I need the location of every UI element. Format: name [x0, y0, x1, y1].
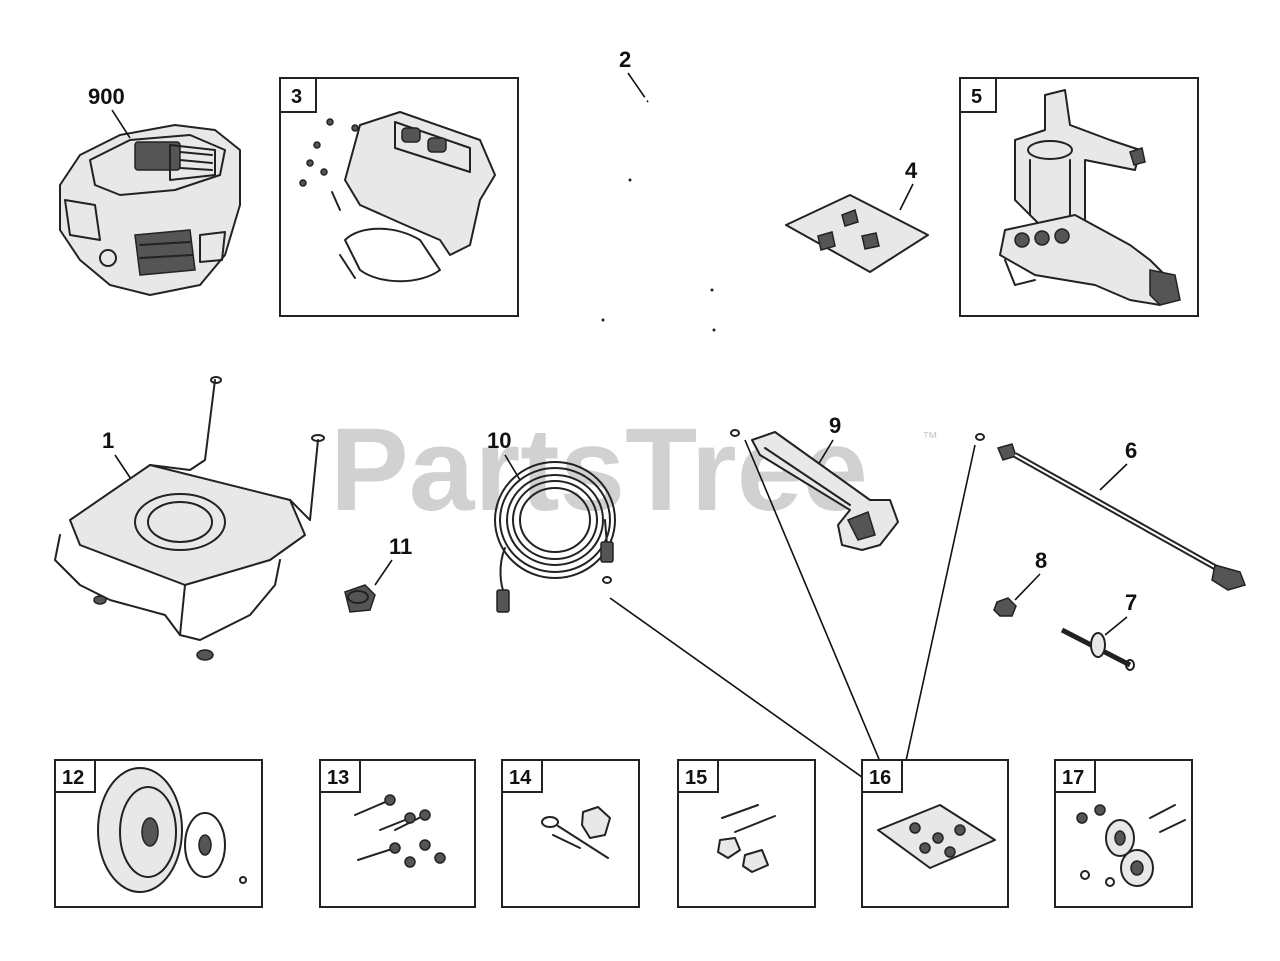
part-14-pin[interactable] — [541, 806, 611, 859]
watermark-trademark: ™ — [922, 430, 938, 447]
part-1-frame[interactable] — [54, 376, 325, 661]
callout-8: 8 — [1035, 548, 1047, 573]
part-4-hardware-bag[interactable] — [785, 194, 929, 273]
part-7-axle[interactable] — [1060, 627, 1135, 671]
part-12-wheel[interactable] — [97, 767, 247, 893]
part-6-wand[interactable] — [975, 433, 1246, 591]
callout-11: 11 — [389, 534, 412, 559]
part-3-control-panel[interactable] — [299, 111, 496, 283]
part-13-bolts[interactable] — [354, 794, 446, 868]
part-5-pump[interactable] — [999, 89, 1181, 306]
leader-lines-16 — [609, 439, 976, 803]
callout-12: 12 — [62, 767, 84, 789]
callout-1: 1 — [102, 428, 114, 453]
part-9-spray-gun[interactable] — [730, 429, 899, 551]
callout-5: 5 — [971, 86, 982, 108]
callout-9: 9 — [829, 413, 841, 438]
part-2-handle[interactable] — [598, 87, 743, 387]
watermark-text: PartsTree — [330, 404, 868, 536]
box-15 — [677, 759, 816, 908]
callout-13: 13 — [327, 767, 349, 789]
part-17-wheel-hardware[interactable] — [1076, 804, 1186, 887]
callout-6: 6 — [1125, 438, 1137, 463]
callout-16: 16 — [869, 767, 891, 789]
callout-900: 900 — [88, 84, 125, 109]
part-10-hose[interactable] — [494, 461, 616, 613]
callout-7: 7 — [1125, 590, 1137, 615]
callout-15: 15 — [685, 767, 707, 789]
part-11-fitting[interactable] — [344, 584, 376, 613]
callout-4: 4 — [905, 158, 918, 183]
callout-17: 17 — [1062, 767, 1084, 789]
callout-2: 2 — [619, 47, 631, 72]
part-16-decal-bag[interactable] — [877, 804, 996, 869]
part-8-nut[interactable] — [993, 597, 1017, 617]
callout-3: 3 — [291, 86, 302, 108]
callout-14: 14 — [509, 767, 532, 789]
part-15-fasteners[interactable] — [717, 804, 776, 873]
callout-10: 10 — [487, 428, 511, 453]
part-900-engine[interactable] — [59, 124, 241, 296]
